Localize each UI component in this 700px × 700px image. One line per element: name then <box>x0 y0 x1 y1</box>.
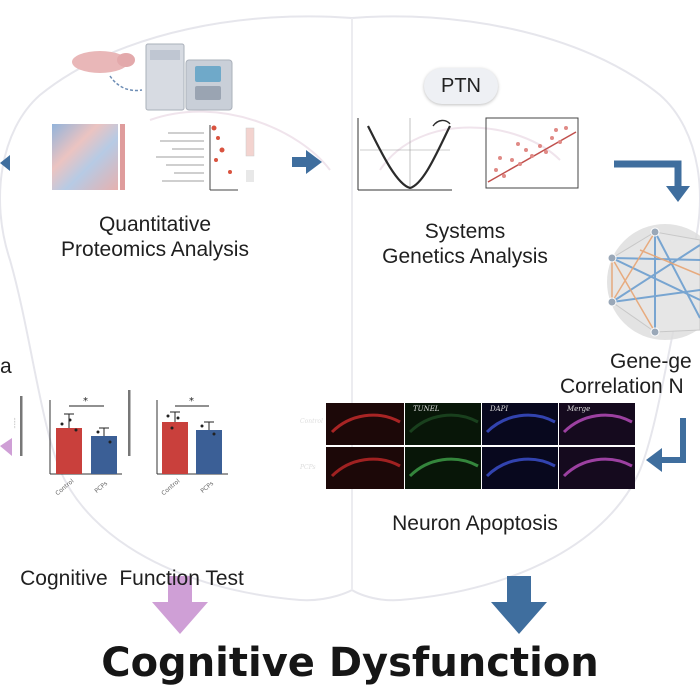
partial-left-label: a <box>0 355 12 378</box>
arrow-genetics-to-network <box>614 160 690 202</box>
gene-correlation-network <box>607 224 700 340</box>
stage-label-systems-genetics: Systems Genetics Analysis <box>345 220 585 270</box>
volcano-plot <box>357 118 452 191</box>
stage-label-line: Gene-ge <box>610 350 692 373</box>
bar-panel-1 <box>49 400 122 475</box>
stage-label-cognitive-test: Cognitive Function Test <box>0 517 272 616</box>
row-label-pcps: PCPs <box>300 464 316 471</box>
stage-label-line: Cognitive Function Test <box>20 566 244 590</box>
arrow-pink-left <box>0 438 12 456</box>
bar-panel-2 <box>156 400 228 475</box>
stage-label-neuron-apoptosis: Neuron Apoptosis <box>350 512 600 537</box>
stage-label-line: Systems <box>424 220 506 243</box>
arrow-network-to-apoptosis <box>646 418 686 472</box>
arrow-proteomics-to-genetics <box>292 150 322 174</box>
stage-label-proteomics: Quantitative Proteomics Analysis <box>20 213 290 263</box>
cognitive-bar-chart <box>20 390 228 475</box>
col-label-dapi: DAPI <box>490 405 509 413</box>
apoptosis-image-grid <box>326 403 635 489</box>
bar-pcps-2 <box>196 430 222 474</box>
col-label-tunel: TUNEL <box>413 405 440 413</box>
mouse-brain-icon <box>72 51 135 73</box>
bar-control-1 <box>56 428 82 474</box>
stage-label-line: Neuron Apoptosis <box>392 512 558 535</box>
stage-label-line: Correlation N <box>560 374 684 398</box>
col-label-merge: Merge <box>567 405 591 413</box>
bar1-significance: * <box>83 396 88 407</box>
stage-label-line: Proteomics Analysis <box>61 237 249 261</box>
arrow-cognitive-to-dysfunction <box>152 576 208 634</box>
go-enrichment-chart <box>156 125 255 191</box>
sample-arrow <box>109 75 143 92</box>
stage-label-line: Quantitative <box>98 213 212 236</box>
proteomics-heatmap <box>52 124 125 190</box>
final-outcome-title: Cognitive Dysfunction <box>101 640 599 686</box>
flow-arrows <box>0 150 690 634</box>
mass-spectrometer-icon <box>145 43 233 111</box>
stage-label-network: Gene-ge Correlation N <box>540 350 700 400</box>
bar2-significance: * <box>189 396 194 407</box>
stage-label-line: Genetics Analysis <box>382 244 548 268</box>
arrow-left-into-proteomics <box>0 155 10 171</box>
brain-outline <box>0 15 700 602</box>
bar-pcps-1 <box>91 436 117 474</box>
bar-control-2 <box>162 422 188 474</box>
row-label-control: Control <box>300 418 323 425</box>
arrow-apoptosis-to-dysfunction <box>491 576 547 634</box>
ptn-badge: PTN <box>424 68 498 104</box>
correlation-scatter <box>485 117 579 189</box>
